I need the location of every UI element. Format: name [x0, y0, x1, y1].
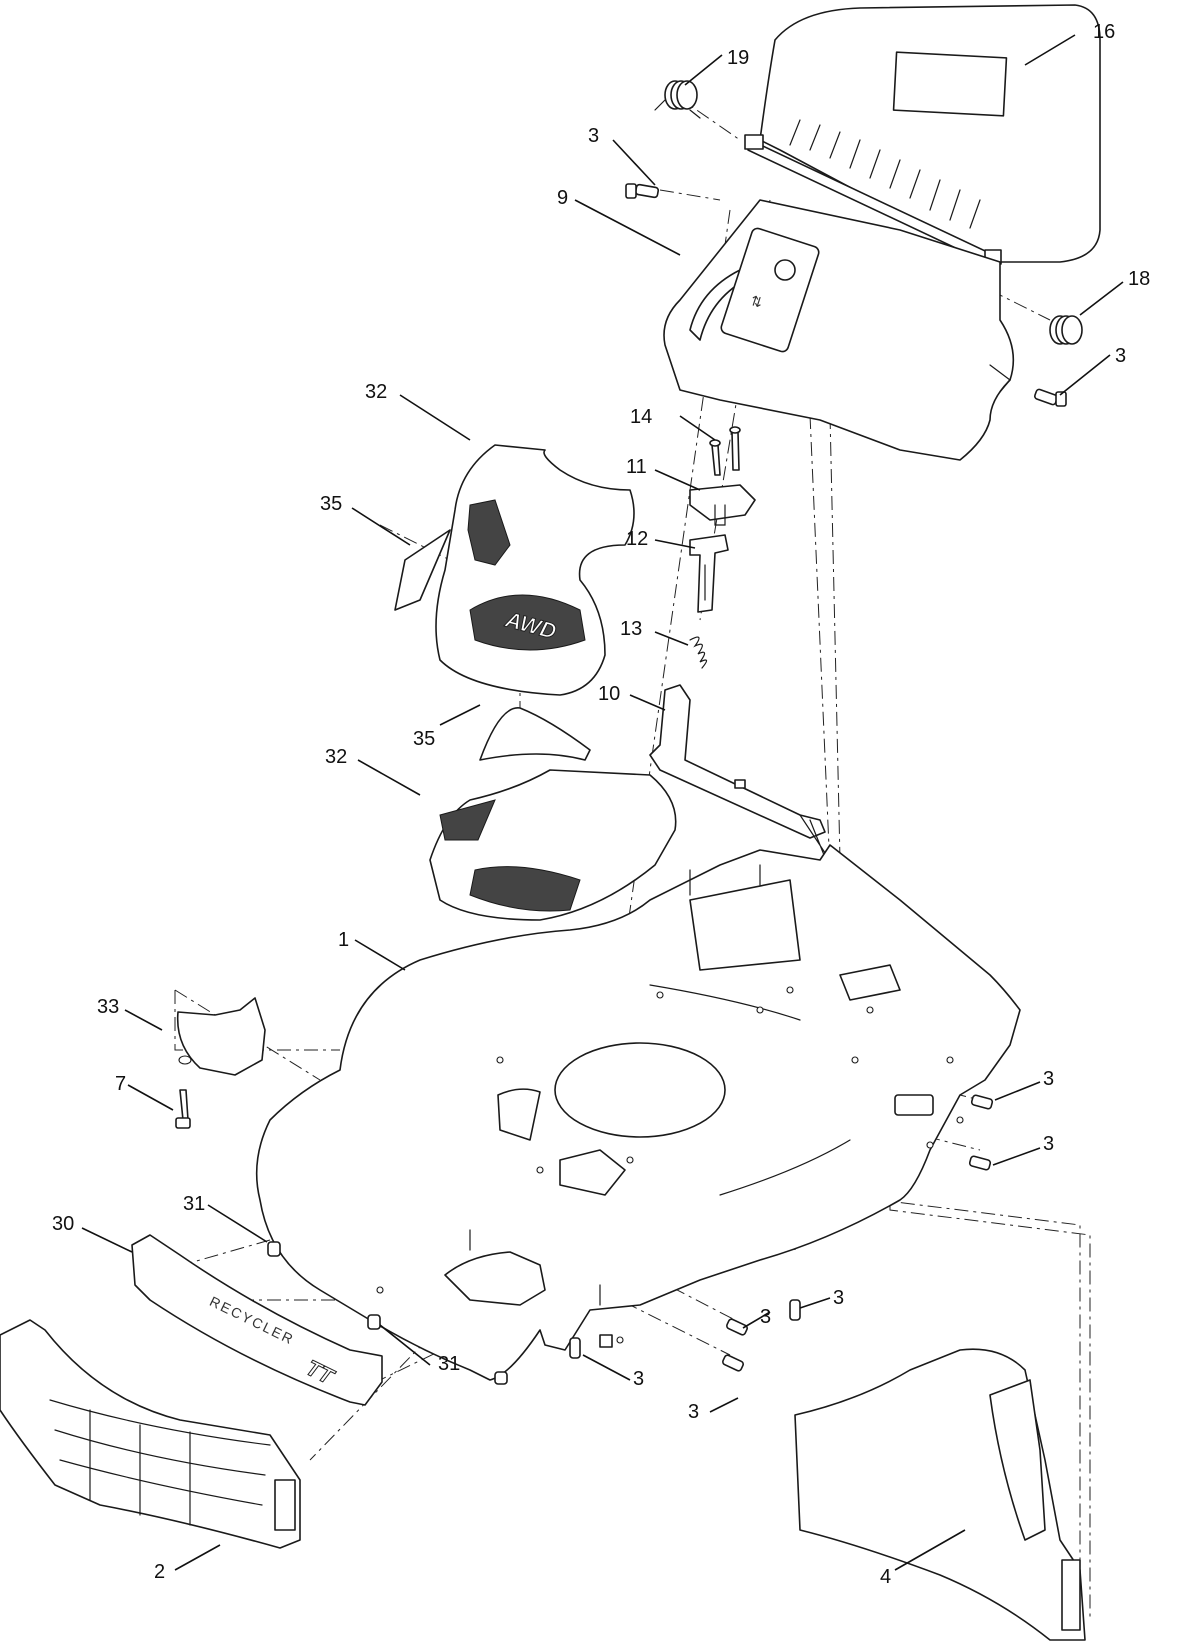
callout-3: 3 [588, 125, 599, 147]
callout-19: 19 [727, 47, 749, 69]
callout-3: 3 [688, 1401, 699, 1423]
callout-16: 16 [1093, 21, 1115, 43]
bolt-3-deck-bottom-1 [726, 1318, 748, 1336]
part-7-bolt [175, 1089, 191, 1129]
part-31-screw-1 [267, 1241, 281, 1257]
part-13-spring [689, 636, 708, 669]
bolt-3-door-left [625, 183, 660, 199]
svg-text:⇅: ⇅ [749, 292, 767, 311]
part-19-spring [654, 80, 701, 119]
part-4-rear-skirt [794, 1348, 1086, 1641]
callout-13: 13 [620, 618, 642, 640]
callout-7: 7 [115, 1073, 126, 1095]
callout-14: 14 [630, 406, 652, 428]
part-35-lower-plate [479, 707, 591, 761]
callout-18: 18 [1128, 268, 1150, 290]
leader-lines [81, 34, 1124, 1571]
callout-4: 4 [880, 1566, 891, 1588]
part-11-knob [689, 484, 756, 526]
callout-3: 3 [1043, 1068, 1054, 1090]
callout-3: 3 [633, 1368, 644, 1390]
part-1-deck [255, 844, 1021, 1381]
bolt-3-door-right [1033, 388, 1067, 407]
callout-33: 33 [97, 996, 119, 1018]
bolt-3-deck-right-1 [970, 1094, 994, 1110]
part-18-spring [1049, 315, 1083, 345]
part-33-bracket [176, 997, 266, 1076]
bolt-3-deck-right-2 [968, 1155, 992, 1171]
part-32-lower-shroud [429, 769, 677, 921]
bolt-3-deck-bottom-3 [569, 1337, 581, 1359]
part-16-bag-lid [744, 4, 1101, 269]
part-2-front-skirt [0, 1319, 301, 1549]
callout-31: 31 [438, 1353, 460, 1375]
callout-1: 1 [338, 929, 349, 951]
part-9-rear-door: ⇅ [663, 199, 1015, 461]
callout-35: 35 [320, 493, 342, 515]
screw-front-lower [494, 1371, 508, 1385]
callout-30: 30 [52, 1213, 74, 1235]
callout-32: 32 [365, 381, 387, 403]
part-35-upper-plate [394, 529, 451, 611]
callout-10: 10 [598, 683, 620, 705]
part-12-latch [689, 534, 729, 613]
callout-12: 12 [626, 528, 648, 550]
callout-11: 11 [626, 456, 647, 478]
callout-32: 32 [325, 746, 347, 768]
part-31-screw-2 [367, 1314, 381, 1330]
callout-35: 35 [413, 728, 435, 750]
callout-2: 2 [154, 1561, 165, 1583]
callout-9: 9 [557, 187, 568, 209]
callout-3: 3 [833, 1287, 844, 1309]
callout-3: 3 [1115, 345, 1126, 367]
callout-labels: 16 19 3 9 18 3 32 14 11 35 12 13 10 35 3… [52, 21, 1150, 1588]
bolt-3-deck-bottom-4 [722, 1354, 744, 1372]
callout-31: 31 [183, 1193, 205, 1215]
callout-3: 3 [760, 1306, 771, 1328]
part-32-upper-shroud: AWD [435, 444, 635, 696]
callout-3: 3 [1043, 1133, 1054, 1155]
bolt-3-deck-bottom-2 [789, 1299, 801, 1321]
part-10-adjuster-arm [649, 684, 836, 871]
part-14-screws [709, 426, 741, 476]
